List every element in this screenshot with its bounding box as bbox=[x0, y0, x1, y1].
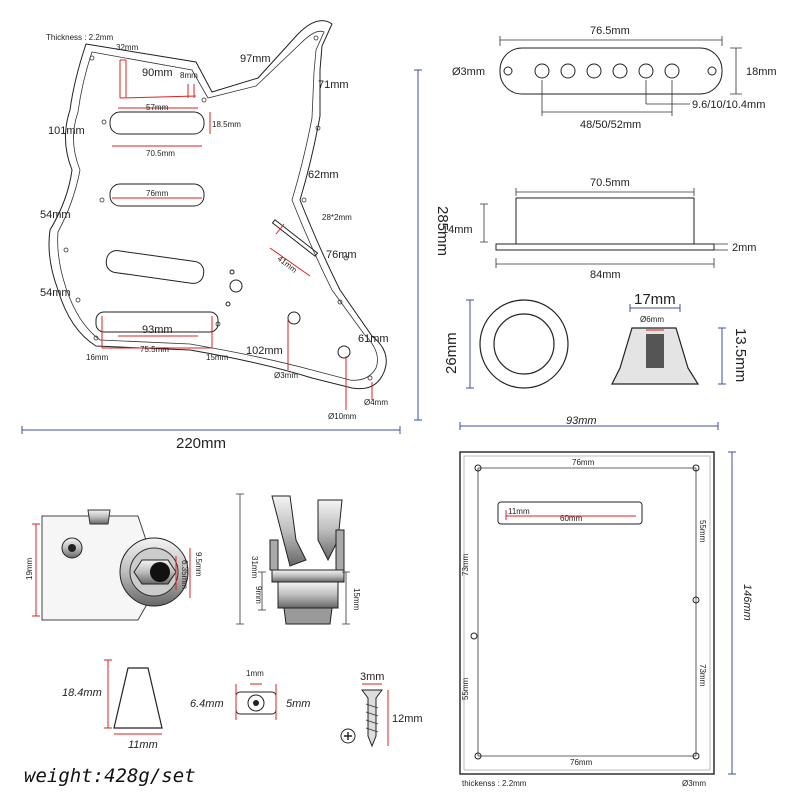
jack-9mm: 9mm bbox=[254, 586, 263, 604]
dim-71mm: 71mm bbox=[318, 79, 349, 91]
jack-height-19mm: 19mm bbox=[25, 557, 34, 580]
pickup-top-view: 76.5mm Ø3mm 18mm 9.6/10/10.4mm 48/50/52m… bbox=[452, 25, 777, 131]
dim-97mm: 97mm bbox=[240, 53, 271, 65]
knob-shaft: Ø6mm bbox=[640, 315, 664, 324]
dim-76mm-right: 76mm bbox=[326, 249, 357, 261]
backplate-hole: Ø3mm bbox=[682, 779, 706, 788]
dim-54mm-lower: 54mm bbox=[40, 287, 71, 299]
pickup-side-length: 70.5mm bbox=[590, 177, 630, 189]
dim-75-5mm: 75.5mm bbox=[140, 345, 169, 354]
pickup-side-height: 14mm bbox=[442, 224, 473, 236]
dim-41mm: 41mm bbox=[276, 254, 299, 275]
dim-hole-10mm: Ø10mm bbox=[328, 412, 357, 421]
pickup-length: 76.5mm bbox=[590, 25, 630, 37]
dim-70-5mm: 70.5mm bbox=[146, 149, 175, 158]
dim-28x2mm: 28*2mm bbox=[322, 213, 352, 222]
jack-9-5mm: 9.5mm bbox=[194, 552, 203, 577]
backplate-left-upper: 73mm bbox=[461, 553, 470, 576]
screw-length: 12mm bbox=[392, 713, 423, 725]
dim-101mm: 101mm bbox=[48, 125, 85, 137]
pickup-pole-diameter: 9.6/10/10.4mm bbox=[692, 99, 765, 111]
dim-102mm: 102mm bbox=[246, 345, 283, 357]
backplate-top-span: 76mm bbox=[572, 458, 595, 467]
jack-front-view: 19mm 6.35mm 9.5mm bbox=[25, 509, 203, 621]
washer: 1mm 6.4mm 5mm bbox=[190, 669, 310, 720]
backplate-width: 93mm bbox=[566, 415, 597, 427]
dim-93mm: 93mm bbox=[142, 324, 173, 336]
backplate-right-upper: 55mm bbox=[698, 520, 707, 543]
dim-32mm: 32mm bbox=[116, 43, 139, 52]
pickup-spacing: 48/50/52mm bbox=[580, 119, 641, 131]
dim-8mm: 8mm bbox=[180, 71, 198, 80]
screw-head: 3mm bbox=[360, 671, 384, 683]
backplate-thickness: thickenss : 2.2mm bbox=[462, 779, 527, 788]
washer-height: 5mm bbox=[286, 698, 310, 710]
pickup-side-base: 84mm bbox=[590, 269, 621, 281]
screw: 3mm 12mm bbox=[340, 671, 423, 748]
dim-15mm: 15mm bbox=[206, 353, 229, 362]
dim-18-5mm: 18.5mm bbox=[212, 120, 241, 129]
switch-tip-width: 11mm bbox=[128, 739, 158, 751]
dim-62mm: 62mm bbox=[308, 169, 339, 181]
phillips-head-icon bbox=[344, 732, 352, 740]
pickup-side-lip: 2mm bbox=[732, 242, 756, 254]
switch-tip-height: 18.4mm bbox=[62, 687, 102, 699]
jack-height-31mm: 31mm bbox=[250, 556, 259, 579]
switch-tip: 18.4mm 11mm bbox=[62, 659, 163, 751]
backplate-right-lower: 73mm bbox=[698, 664, 707, 687]
washer-width: 6.4mm bbox=[190, 698, 224, 710]
dim-76mm-slot: 76mm bbox=[146, 189, 169, 198]
dim-16mm: 16mm bbox=[86, 353, 109, 362]
backplate-drawing: 93mm 146mm 76mm 11mm 60mm 55mm 73mm 73mm… bbox=[459, 415, 753, 788]
jack-side-view: 31mm 9mm 15mm bbox=[236, 493, 361, 625]
weight-label: weight:428g/set bbox=[24, 765, 196, 787]
knob-ring-diameter: 26mm bbox=[443, 332, 460, 374]
jack-15mm: 15mm bbox=[352, 588, 361, 611]
pickup-height: 18mm bbox=[746, 66, 777, 78]
dim-hole-4mm: Ø4mm bbox=[364, 398, 388, 407]
pickguard-drawing: Thickness : 2.2mm 32mm 90mm 8mm 97mm 71m… bbox=[21, 20, 451, 452]
dim-61mm: 61mm bbox=[358, 333, 389, 345]
washer-inner: 1mm bbox=[246, 669, 264, 678]
dim-90mm: 90mm bbox=[142, 67, 173, 79]
knob-top-diameter: 17mm bbox=[634, 291, 676, 308]
pickguard-height: 285mm bbox=[434, 206, 451, 256]
pickup-side-view: 70.5mm 14mm 2mm 84mm bbox=[442, 177, 756, 281]
pickup-hole: Ø3mm bbox=[452, 66, 485, 78]
backplate-left-lower: 55mm bbox=[461, 677, 470, 700]
backplate-bottom-span: 76mm bbox=[570, 758, 593, 767]
dim-54mm-upper: 54mm bbox=[40, 209, 71, 221]
knob-height: 13.5mm bbox=[732, 328, 749, 382]
backplate-slot-width: 60mm bbox=[560, 514, 583, 523]
dim-57mm: 57mm bbox=[146, 103, 169, 112]
pickguard-thickness: Thickness : 2.2mm bbox=[46, 33, 113, 42]
backplate-height: 146mm bbox=[741, 584, 753, 621]
knob-drawings: 26mm 17mm Ø6mm 13.5mm bbox=[443, 291, 749, 389]
jack-6-35mm: 6.35mm bbox=[180, 560, 189, 589]
pickguard-width: 220mm bbox=[176, 435, 226, 452]
backplate-slot-height: 11mm bbox=[508, 507, 530, 516]
dim-hole-3mm: Ø3mm bbox=[274, 371, 298, 380]
pickguard-outline bbox=[48, 20, 387, 390]
